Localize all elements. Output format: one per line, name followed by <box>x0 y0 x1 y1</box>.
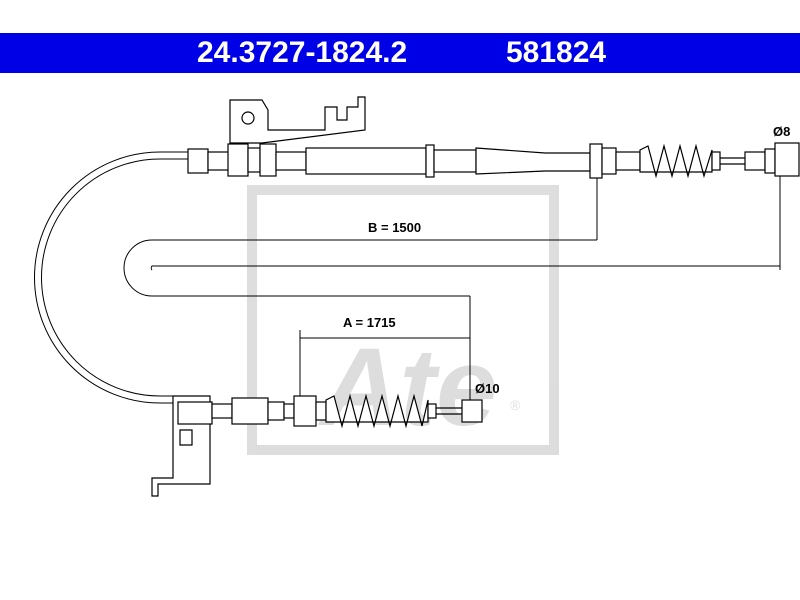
b-dim-line <box>150 265 780 271</box>
reference-number: 581824 <box>506 36 607 69</box>
top-fittings <box>187 142 800 179</box>
watermark-brand: Ate <box>317 326 497 449</box>
bottom-bracket <box>151 395 213 497</box>
dimension-b-label: B = 1500 <box>368 220 421 235</box>
diameter-top-label: Ø8 <box>773 124 790 139</box>
inner-loop-dim <box>123 239 597 297</box>
watermark-trademark: ® <box>510 397 521 413</box>
title-bar: 24.3727-1824.2 581824 <box>0 33 800 73</box>
cable-inner-line <box>41 158 188 397</box>
ate-watermark: Ate ® <box>247 185 559 455</box>
bottom-fittings <box>211 393 483 429</box>
cable-outer-line <box>34 151 188 404</box>
part-number: 24.3727-1824.2 <box>197 36 408 69</box>
dimension-a-label: A = 1715 <box>343 315 396 330</box>
diameter-bottom-label: Ø10 <box>475 381 500 396</box>
top-bracket <box>229 96 366 144</box>
